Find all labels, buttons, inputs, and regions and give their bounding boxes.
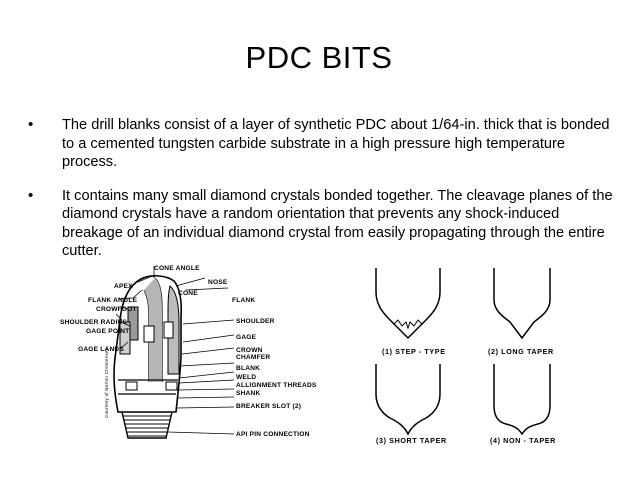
profile-step-type: (1) STEP - TYPE xyxy=(375,268,446,356)
label-cone: CONE xyxy=(178,290,198,297)
slide-title: PDC BITS xyxy=(245,40,393,75)
bullet-text: The drill blanks consist of a layer of s… xyxy=(62,117,610,170)
caption-long-taper: (2) LONG TAPER xyxy=(488,347,554,356)
diagram-labels: CONE ANGLE NOSE APEX CONE FLANK FLANK AN… xyxy=(60,265,317,438)
profile-short-taper: (3) SHORT TAPER xyxy=(375,364,447,445)
profile-types-diagram: (1) STEP - TYPE (2) LONG TAPER (3) SHORT… xyxy=(375,268,556,445)
label-crowfoot: CROWFOOT xyxy=(96,306,137,313)
label-cone-angle: CONE ANGLE xyxy=(154,265,200,272)
label-crown: CROWN xyxy=(236,347,263,354)
label-api-pin-connection: API PIN CONNECTION xyxy=(236,431,310,438)
label-gage: GAGE xyxy=(236,334,257,341)
label-allignment-threads: ALLIGNMENT THREADS xyxy=(236,382,317,389)
caption-non-taper: (4) NON - TAPER xyxy=(490,436,556,445)
label-gage-lands: GAGE LANDS xyxy=(78,346,124,353)
bullet-dot-icon: • xyxy=(28,186,34,204)
label-apex: APEX xyxy=(114,283,133,290)
bullet-dot-icon: • xyxy=(28,116,34,133)
label-weld: WELD xyxy=(236,374,256,381)
bit-body xyxy=(113,275,183,413)
label-chamfer: CHAMFER xyxy=(236,354,270,361)
label-shoulder: SHOULDER xyxy=(236,318,275,325)
caption-step-type: (1) STEP - TYPE xyxy=(382,347,446,356)
profile-non-taper: (4) NON - TAPER xyxy=(490,364,556,445)
label-nose: NOSE xyxy=(208,279,228,286)
label-blank: BLANK xyxy=(236,365,260,372)
label-breaker-slot: BREAKER SLOT (2) xyxy=(236,403,301,410)
label-shank: SHANK xyxy=(236,390,260,397)
profile-long-taper: (2) LONG TAPER xyxy=(488,268,554,356)
pdc-bit-diagram: CONE ANGLE NOSE APEX CONE FLANK FLANK AN… xyxy=(60,265,317,439)
bullet-list: • The drill blanks consist of a layer of… xyxy=(24,116,614,276)
credit-text: Courtesy of Norton Christensen xyxy=(104,347,109,418)
api-pin-threads xyxy=(121,411,173,439)
bullet-item: • It contains many small diamond crystal… xyxy=(24,187,614,261)
label-gage-point: GAGE POINT xyxy=(86,328,129,335)
caption-short-taper: (3) SHORT TAPER xyxy=(376,436,447,445)
bullet-text: It contains many small diamond crystals … xyxy=(62,187,613,260)
label-flank-angle: FLANK ANGLE xyxy=(88,297,138,304)
label-shoulder-radius: SHOULDER RADIUS xyxy=(60,319,128,326)
leader-lines xyxy=(115,266,235,435)
label-flank: FLANK xyxy=(232,297,255,304)
bullet-item: • The drill blanks consist of a layer of… xyxy=(24,116,614,172)
